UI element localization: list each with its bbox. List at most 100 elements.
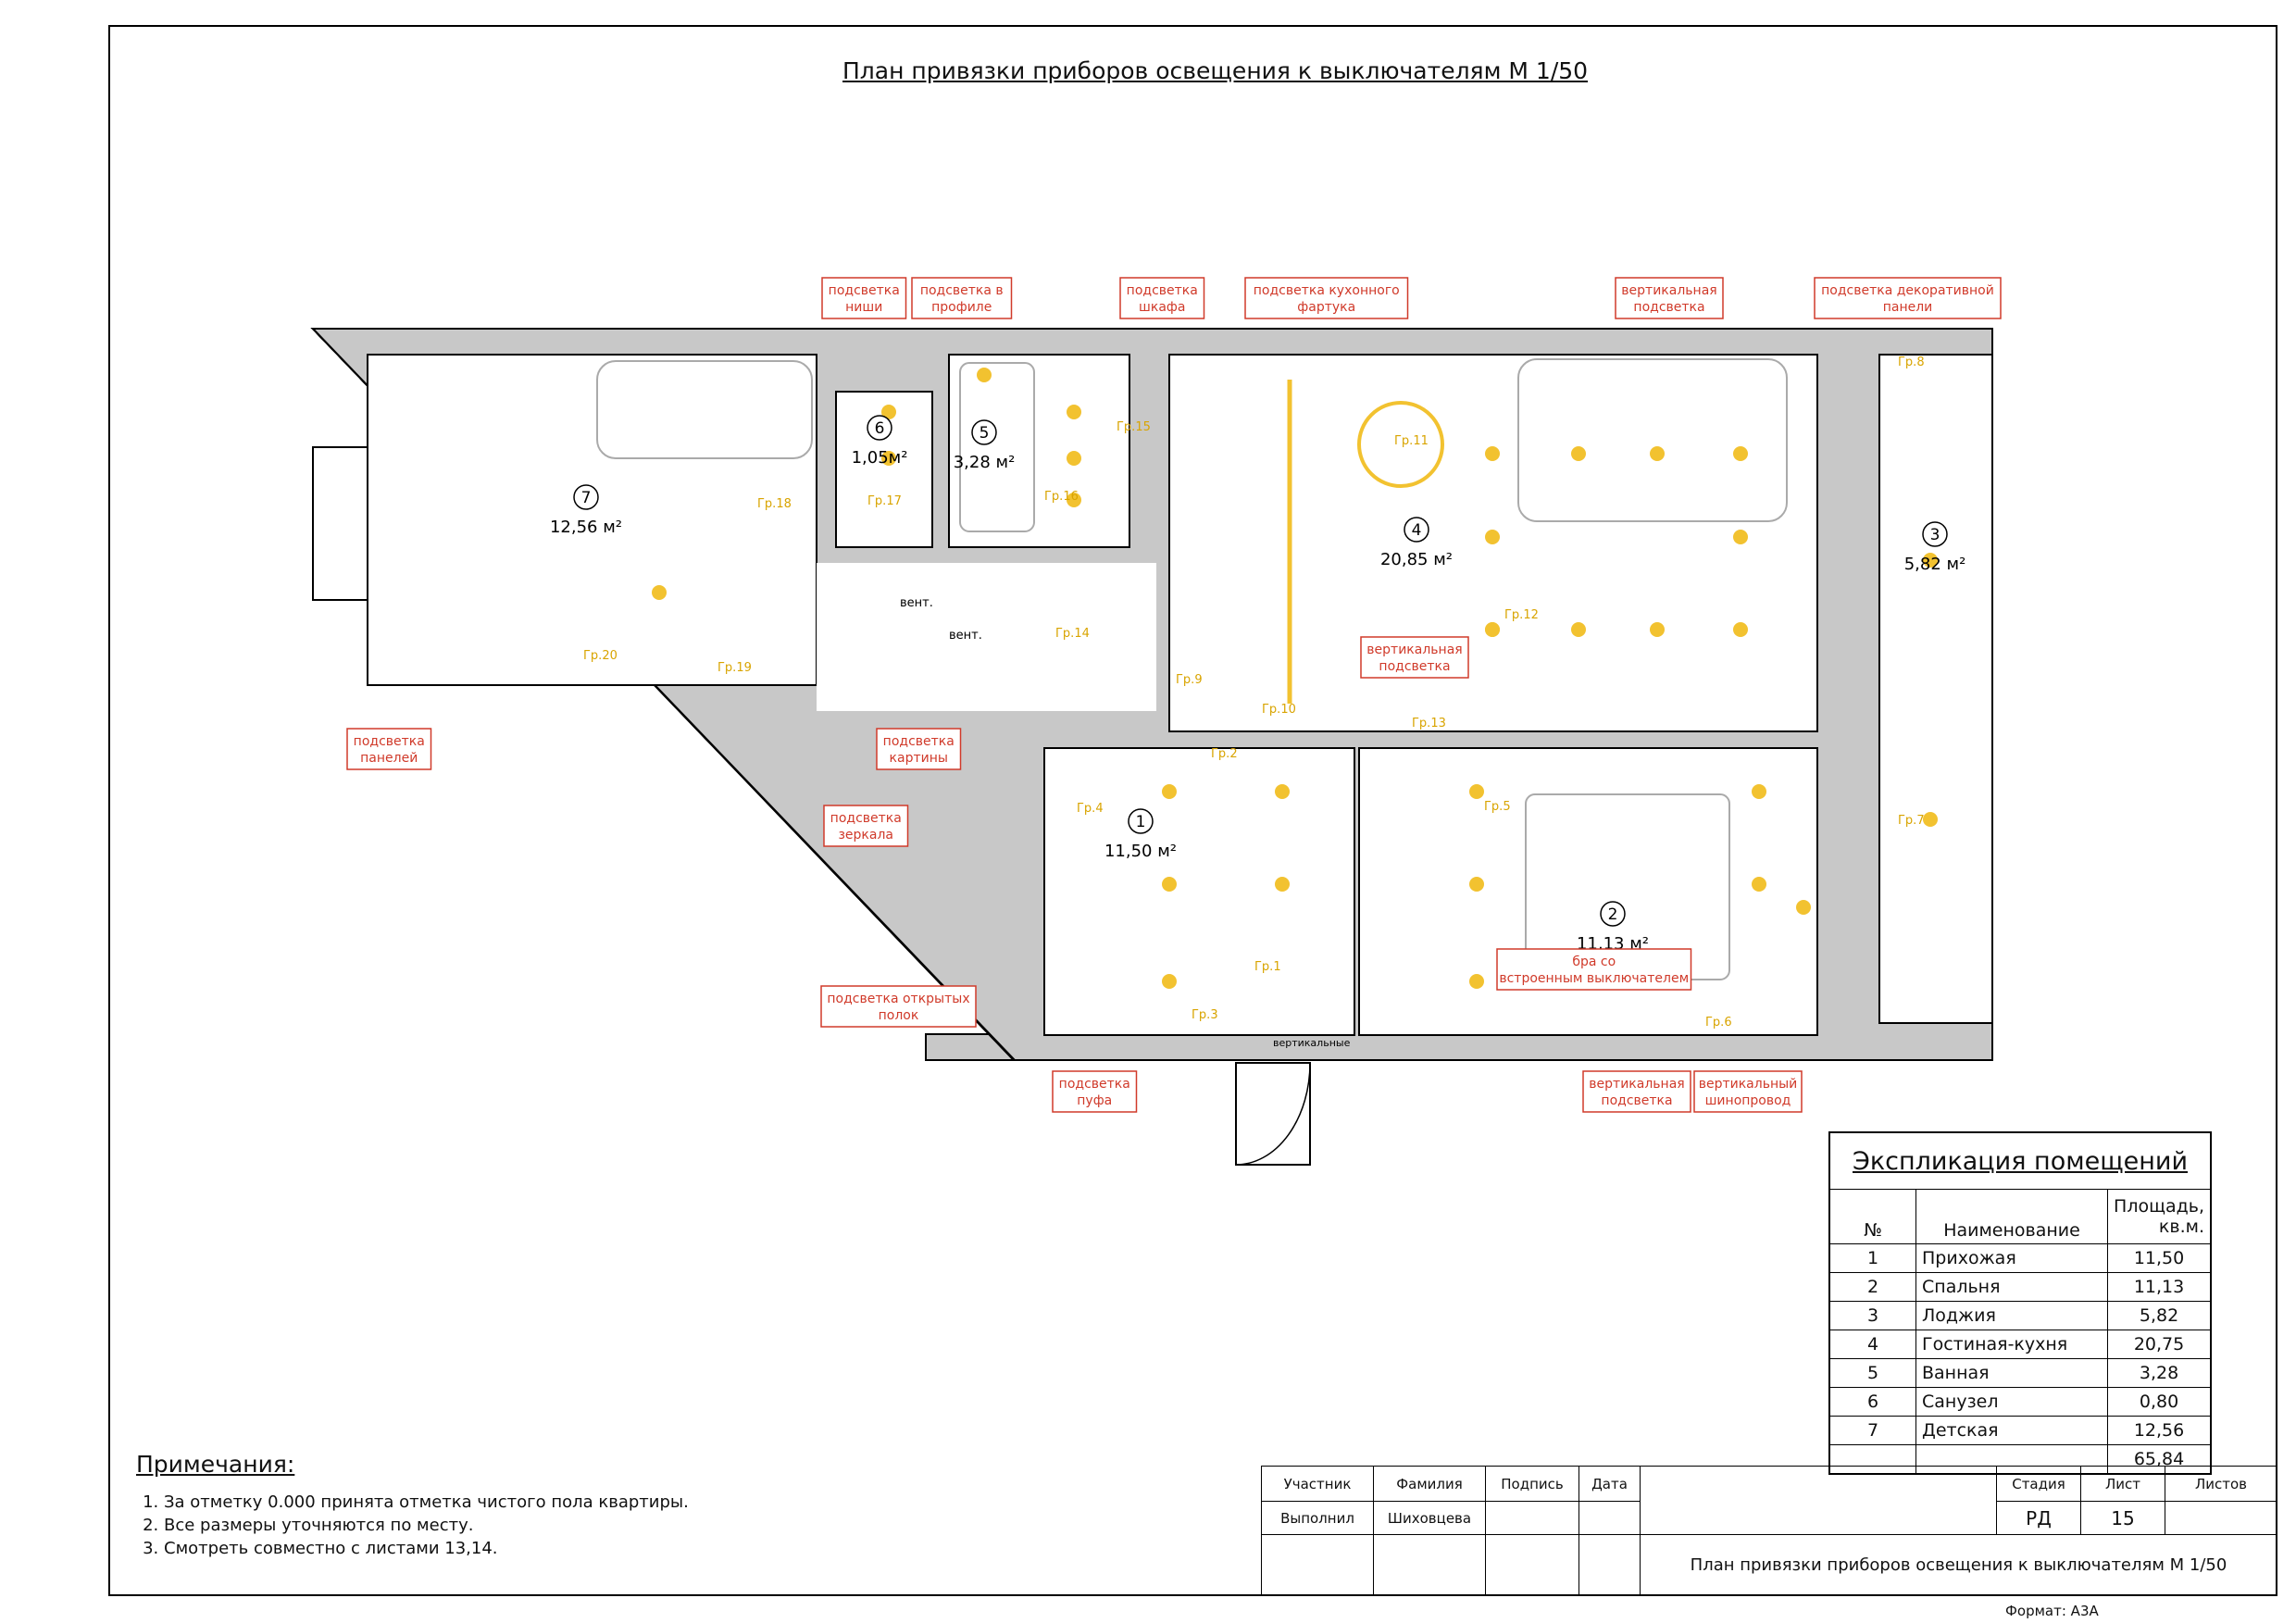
explication-cell: Спальня bbox=[1915, 1272, 2109, 1302]
room-number-marker bbox=[1404, 517, 1429, 543]
group-label: Гр.3 bbox=[1192, 1008, 1218, 1022]
room-entry bbox=[1043, 747, 1355, 1036]
callout-box bbox=[1360, 636, 1469, 679]
callout-box bbox=[1052, 1070, 1138, 1113]
callout-text: профиле bbox=[931, 300, 992, 315]
light-dot bbox=[1571, 622, 1586, 637]
group-label: Гр.17 bbox=[867, 494, 902, 508]
callout-text: панелей bbox=[360, 751, 418, 766]
drawing-frame bbox=[108, 25, 2277, 1596]
explication-cell: Прихожая bbox=[1915, 1243, 2109, 1273]
stamp-date: Дата bbox=[1578, 1466, 1641, 1502]
stamp-participant: Участник bbox=[1261, 1466, 1374, 1502]
stamp-person: Шиховцева bbox=[1373, 1501, 1486, 1535]
entrance-label: вертикальные bbox=[1273, 1037, 1351, 1049]
light-dot bbox=[1571, 446, 1586, 461]
group-label: Гр.11 bbox=[1394, 434, 1429, 448]
note-item: За отметку 0.000 принята отметка чистого… bbox=[164, 1492, 689, 1512]
callout-box bbox=[1582, 1070, 1691, 1113]
room-loggia bbox=[1878, 354, 1993, 1024]
light-dot bbox=[977, 368, 992, 382]
room-area: 5,82 м² bbox=[1904, 555, 1966, 574]
room-number-marker bbox=[867, 415, 892, 441]
callout-text: подсветка открытых bbox=[827, 992, 969, 1006]
vent-label: вент. bbox=[900, 596, 933, 610]
callout-box bbox=[1244, 277, 1409, 319]
callout-text: подсветка bbox=[1059, 1077, 1130, 1092]
room-number-marker bbox=[1922, 521, 1948, 547]
stamp-cell bbox=[1485, 1534, 1579, 1596]
light-dot bbox=[1067, 405, 1081, 419]
light-dot bbox=[881, 405, 896, 419]
room-bath bbox=[948, 354, 1130, 548]
callout-text: ниши bbox=[845, 300, 882, 315]
light-dot bbox=[1752, 784, 1766, 799]
explication-cell: Лоджия bbox=[1915, 1301, 2109, 1330]
callout-text: подсветка bbox=[883, 734, 955, 749]
callout-text: панели bbox=[1883, 300, 1933, 315]
stamp-done: Выполнил bbox=[1261, 1501, 1374, 1535]
callout-text: подсветка bbox=[829, 283, 900, 298]
callout-box bbox=[823, 805, 909, 847]
light-fixtures bbox=[652, 368, 1938, 989]
note-item: Все размеры уточняются по месту. bbox=[164, 1516, 689, 1535]
group-label: Гр.20 bbox=[583, 649, 618, 663]
room-number-marker bbox=[573, 484, 599, 510]
stamp-cell bbox=[1373, 1534, 1486, 1596]
notes: Примечания: За отметку 0.000 принята отм… bbox=[136, 1451, 689, 1562]
callout-text: вертикальный bbox=[1699, 1077, 1798, 1092]
stamp-cell bbox=[1578, 1501, 1641, 1535]
room-number-marker bbox=[1128, 808, 1154, 834]
light-dot bbox=[1733, 446, 1748, 461]
stamp-cell bbox=[1485, 1501, 1579, 1535]
sofa-child bbox=[596, 360, 813, 459]
callout-text: вертикальная bbox=[1621, 283, 1716, 298]
light-dot bbox=[1469, 877, 1484, 892]
corridor-top bbox=[817, 563, 1156, 711]
room-area: 11,50 м² bbox=[1104, 842, 1177, 861]
light-dot bbox=[1162, 877, 1177, 892]
light-dot bbox=[881, 451, 896, 466]
light-dot bbox=[1485, 530, 1500, 544]
light-dot bbox=[1469, 974, 1484, 989]
drawing-title: План привязки приборов освещения к выклю… bbox=[842, 57, 1589, 84]
stamp-cell bbox=[1578, 1534, 1641, 1596]
explication-cell: 0,80 bbox=[2107, 1387, 2212, 1417]
group-label: Гр.19 bbox=[718, 661, 752, 675]
explication-cell: 1 bbox=[1828, 1243, 1916, 1273]
room-number: 2 bbox=[1608, 905, 1618, 924]
stamp-stage-h: Стадия bbox=[1996, 1466, 2081, 1502]
room-bedroom bbox=[1358, 747, 1818, 1036]
group-label: Гр.18 bbox=[757, 497, 792, 511]
group-label: Гр.8 bbox=[1898, 356, 1925, 369]
explication-cell: 12,56 bbox=[2107, 1416, 2212, 1445]
stamp-cell bbox=[1261, 1534, 1374, 1596]
explication-cell: 11,50 bbox=[2107, 1243, 2212, 1273]
light-dot bbox=[1485, 446, 1500, 461]
explication-cell: 7 bbox=[1828, 1416, 1916, 1445]
callout-text: подсветка декоративной bbox=[1821, 283, 1994, 298]
group-label: Гр.6 bbox=[1705, 1016, 1732, 1030]
callout-text: подсветка кухонного bbox=[1254, 283, 1400, 298]
stamp-sheet-h: Лист bbox=[2080, 1466, 2165, 1502]
format-label: Формат: А3А bbox=[2005, 1603, 2099, 1619]
room-number: 6 bbox=[875, 419, 885, 438]
callout-box bbox=[821, 277, 907, 319]
callout-box bbox=[346, 728, 432, 770]
explication-cell: Детская bbox=[1915, 1416, 2109, 1445]
callout-box bbox=[1693, 1070, 1803, 1113]
explication-cell: 6 bbox=[1828, 1387, 1916, 1417]
room-area: 20,85 м² bbox=[1380, 550, 1453, 569]
group-label: Гр.16 bbox=[1044, 490, 1079, 504]
callout-text: встроенным выключателем bbox=[1499, 971, 1689, 986]
explication-cell: 3 bbox=[1828, 1301, 1916, 1330]
explication-cell: Гостиная-кухня bbox=[1915, 1330, 2109, 1359]
light-dot bbox=[1650, 446, 1665, 461]
callout-text: подсветка bbox=[1633, 300, 1704, 315]
